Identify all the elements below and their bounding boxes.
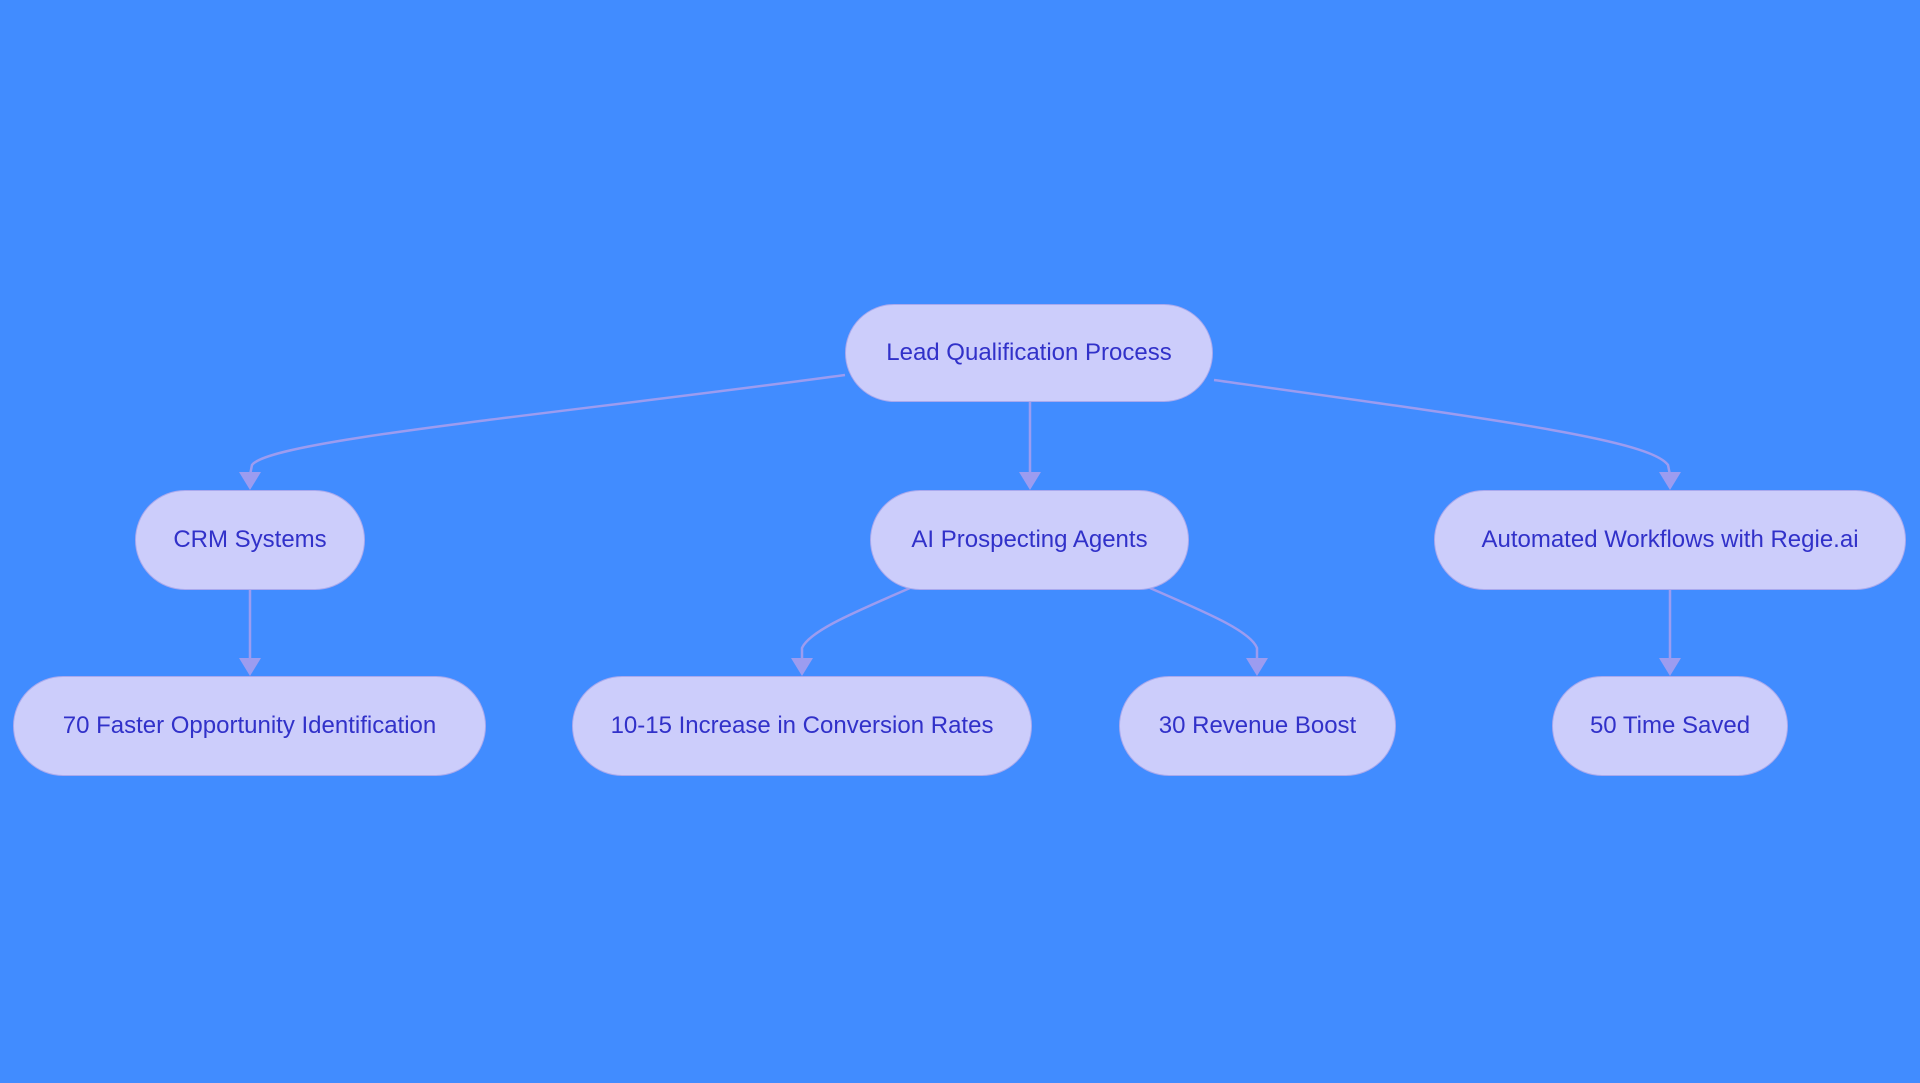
arrowhead-faster	[239, 658, 261, 676]
node-lead-qualification-process: Lead Qualification Process	[845, 304, 1213, 402]
node-time-saved: 50 Time Saved	[1552, 676, 1788, 776]
node-conversion-rates-increase: 10-15 Increase in Conversion Rates	[572, 676, 1032, 776]
edge-root-crm	[248, 373, 846, 476]
node-automated-workflows: Automated Workflows with Regie.ai	[1434, 490, 1906, 590]
node-label: Automated Workflows with Regie.ai	[1481, 526, 1859, 553]
arrowhead-revenue	[1246, 658, 1268, 676]
arrowhead-conversion	[791, 658, 813, 676]
node-label: 10-15 Increase in Conversion Rates	[610, 712, 994, 739]
node-ai-prospecting-agents: AI Prospecting Agents	[870, 490, 1189, 590]
node-label: CRM Systems	[173, 526, 327, 553]
arrowhead-ai	[1019, 472, 1041, 490]
arrowhead-workflows	[1659, 472, 1681, 490]
arrowhead-time	[1659, 658, 1681, 676]
edge-ai-revenue	[1149, 586, 1259, 660]
node-label: 30 Revenue Boost	[1158, 712, 1357, 739]
node-label: 50 Time Saved	[1589, 712, 1751, 739]
node-revenue-boost: 30 Revenue Boost	[1119, 676, 1396, 776]
node-label: 70 Faster Opportunity Identification	[62, 712, 437, 739]
node-label: Lead Qualification Process	[886, 339, 1172, 366]
node-crm-systems: CRM Systems	[135, 490, 365, 590]
node-label: AI Prospecting Agents	[911, 526, 1148, 553]
arrowhead-crm	[239, 472, 261, 490]
node-faster-opportunity-identification: 70 Faster Opportunity Identification	[13, 676, 486, 776]
edge-ai-conversion	[800, 586, 911, 660]
edge-root-workflows	[1213, 378, 1672, 476]
